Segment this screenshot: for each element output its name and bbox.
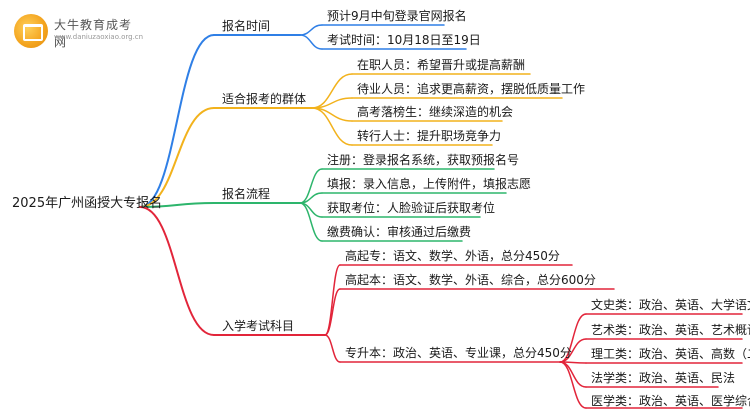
branch-registration-process: 报名流程 [222, 187, 271, 201]
leaf-track-science-engineering: 理工类：政治、英语、高数（二） [591, 347, 750, 361]
connector-time-2 [299, 34, 323, 50]
leaf-track-law: 法学类：政治、英语、民法 [591, 371, 736, 385]
branch-entrance-exam-subjects: 入学考试科目 [222, 319, 295, 333]
leaf-exam-gaoqizhuan: 高起专：语文、数学、外语，总分450分 [345, 249, 560, 263]
branch-target-groups: 适合报考的群体 [222, 92, 307, 106]
leaf-group-employed: 在职人员：希望晋升或提高薪酬 [357, 58, 526, 72]
connector-groups-4 [311, 107, 353, 146]
connector-exams-1 [324, 264, 341, 336]
leaf-exam-date: 考试时间：10月18日至19日 [327, 33, 481, 47]
leaf-group-career-changers: 转行人士：提升职场竞争力 [357, 129, 502, 143]
leaf-step-fill-in: 填报：录入信息，上传附件，填报志愿 [327, 177, 532, 191]
leaf-exam-gaoqiben: 高起本：语文、数学、外语、综合，总分600分 [345, 273, 596, 287]
connector-time-1 [299, 24, 323, 36]
connector-exams-2 [324, 288, 341, 336]
leaf-step-get-seat: 获取考位：人脸验证后获取考位 [327, 201, 496, 215]
leaf-track-medicine: 医学类：政治、英语、医学综合 [591, 394, 750, 408]
leaf-registration-date: 预计9月中旬登录官网报名 [327, 9, 467, 23]
branch-registration-time: 报名时间 [222, 19, 271, 33]
leaf-group-unemployed: 待业人员：追求更高薪资，摆脱低质量工作 [357, 82, 586, 96]
connector-process-4 [299, 202, 323, 242]
connector-time [139, 34, 215, 208]
book-icon [14, 14, 48, 48]
leaf-track-arts: 艺术类：政治、英语、艺术概论 [591, 323, 750, 337]
root-topic: 2025年广州函授大专报名 [12, 196, 163, 211]
logo-title: 大牛教育成考网 [54, 18, 133, 49]
connector-track-1 [559, 313, 587, 363]
connector-exams-3 [324, 334, 341, 363]
leaf-group-exam-failers: 高考落榜生：继续深造的机会 [357, 105, 514, 119]
site-logo: 大牛教育成考网 www.daniuzaoxiao.org.cn [14, 14, 144, 49]
leaf-step-pay: 缴费确认：审核通过后缴费 [327, 225, 472, 239]
connector-exams [139, 206, 215, 336]
connector-groups [139, 107, 215, 208]
logo-url: www.daniuzaoxiao.org.cn [54, 33, 144, 41]
leaf-step-register: 注册：登录报名系统，获取预报名号 [327, 153, 520, 167]
leaf-exam-zhuanshengben: 专升本：政治、英语、专业课，总分450分 [345, 346, 572, 360]
connector-track-5 [559, 361, 587, 409]
leaf-track-liberal-arts: 文史类：政治、英语、大学语文 [591, 298, 750, 312]
connector-process [139, 202, 215, 208]
